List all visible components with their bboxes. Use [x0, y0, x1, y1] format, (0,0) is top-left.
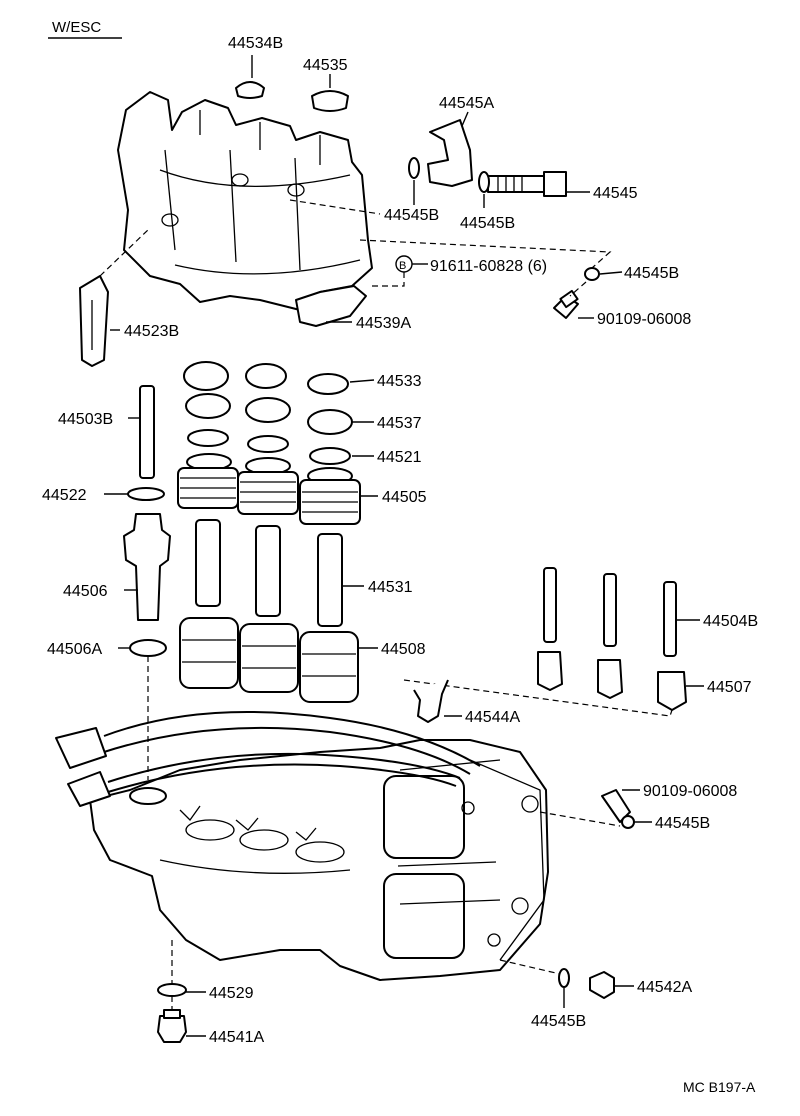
callout-44535: 44535	[303, 57, 348, 74]
bracket-44523B	[79, 275, 109, 367]
callout-44545B-5: 44545B	[531, 1013, 586, 1030]
washer-44529	[157, 983, 187, 997]
cap-44534B	[235, 81, 265, 99]
fitting-44545A	[427, 119, 473, 187]
upper-housing	[117, 91, 373, 311]
ring-44522	[127, 487, 165, 501]
header-label: W/ESC	[52, 19, 101, 36]
callout-44542A: 44542A	[637, 979, 692, 996]
callout-44534B: 44534B	[228, 35, 283, 52]
main-valve-body	[89, 739, 549, 981]
callout-90109-06008-2: 90109-06008	[643, 783, 737, 800]
seal-stack-columns	[177, 361, 361, 703]
callout-44545B-4: 44545B	[655, 815, 710, 832]
callout-44539A: 44539A	[356, 315, 411, 332]
cap-44535	[311, 90, 349, 112]
callout-44522: 44522	[42, 487, 87, 504]
callout-44545B-1: 44545B	[384, 207, 439, 224]
callout-44504B: 44504B	[703, 613, 758, 630]
plug-44541A	[157, 1015, 187, 1043]
ring-44506A	[129, 639, 167, 657]
callout-44503B: 44503B	[58, 411, 113, 428]
callout-44545B-2: 44545B	[460, 215, 515, 232]
bolt-marker-letter: B	[399, 260, 406, 272]
callout-44544A: 44544A	[465, 709, 520, 726]
cap-44507	[657, 671, 687, 711]
sensor-44544A	[413, 679, 449, 723]
callout-44508: 44508	[381, 641, 426, 658]
callout-44545: 44545	[593, 185, 638, 202]
callout-44507: 44507	[707, 679, 752, 696]
washer-44545B-a	[408, 157, 420, 179]
callout-44529: 44529	[209, 985, 254, 1002]
callout-44523B: 44523B	[124, 323, 179, 340]
callout-44545A: 44545A	[439, 95, 494, 112]
callout-44506: 44506	[63, 583, 108, 600]
bolt-44545	[487, 175, 549, 193]
washer-44545B-e	[558, 968, 570, 988]
callout-90109-06008-1: 90109-06008	[597, 311, 691, 328]
plug-44542A	[589, 971, 615, 999]
callout-44506A: 44506A	[47, 641, 102, 658]
callout-44545B-3: 44545B	[624, 265, 679, 282]
callout-44505: 44505	[382, 489, 427, 506]
callout-44521: 44521	[377, 449, 422, 466]
brake-pipes	[55, 711, 481, 807]
valve-44506	[123, 513, 171, 621]
callout-91611-60828: 91611-60828 (6)	[430, 258, 547, 275]
rod-44503B	[139, 385, 155, 479]
callout-44533: 44533	[377, 373, 422, 390]
diagram-code: MC B197-A	[683, 1079, 756, 1095]
gasket-44539A	[295, 285, 367, 327]
washer-44545B-c	[584, 267, 600, 281]
pins-44504B	[537, 567, 677, 699]
callout-44541A: 44541A	[209, 1029, 264, 1046]
callout-44531: 44531	[368, 579, 413, 596]
callout-44537: 44537	[377, 415, 422, 432]
washer-44545B-b	[478, 171, 490, 193]
bolt-90109-b	[601, 789, 631, 823]
washer-44545B-d	[621, 815, 635, 829]
